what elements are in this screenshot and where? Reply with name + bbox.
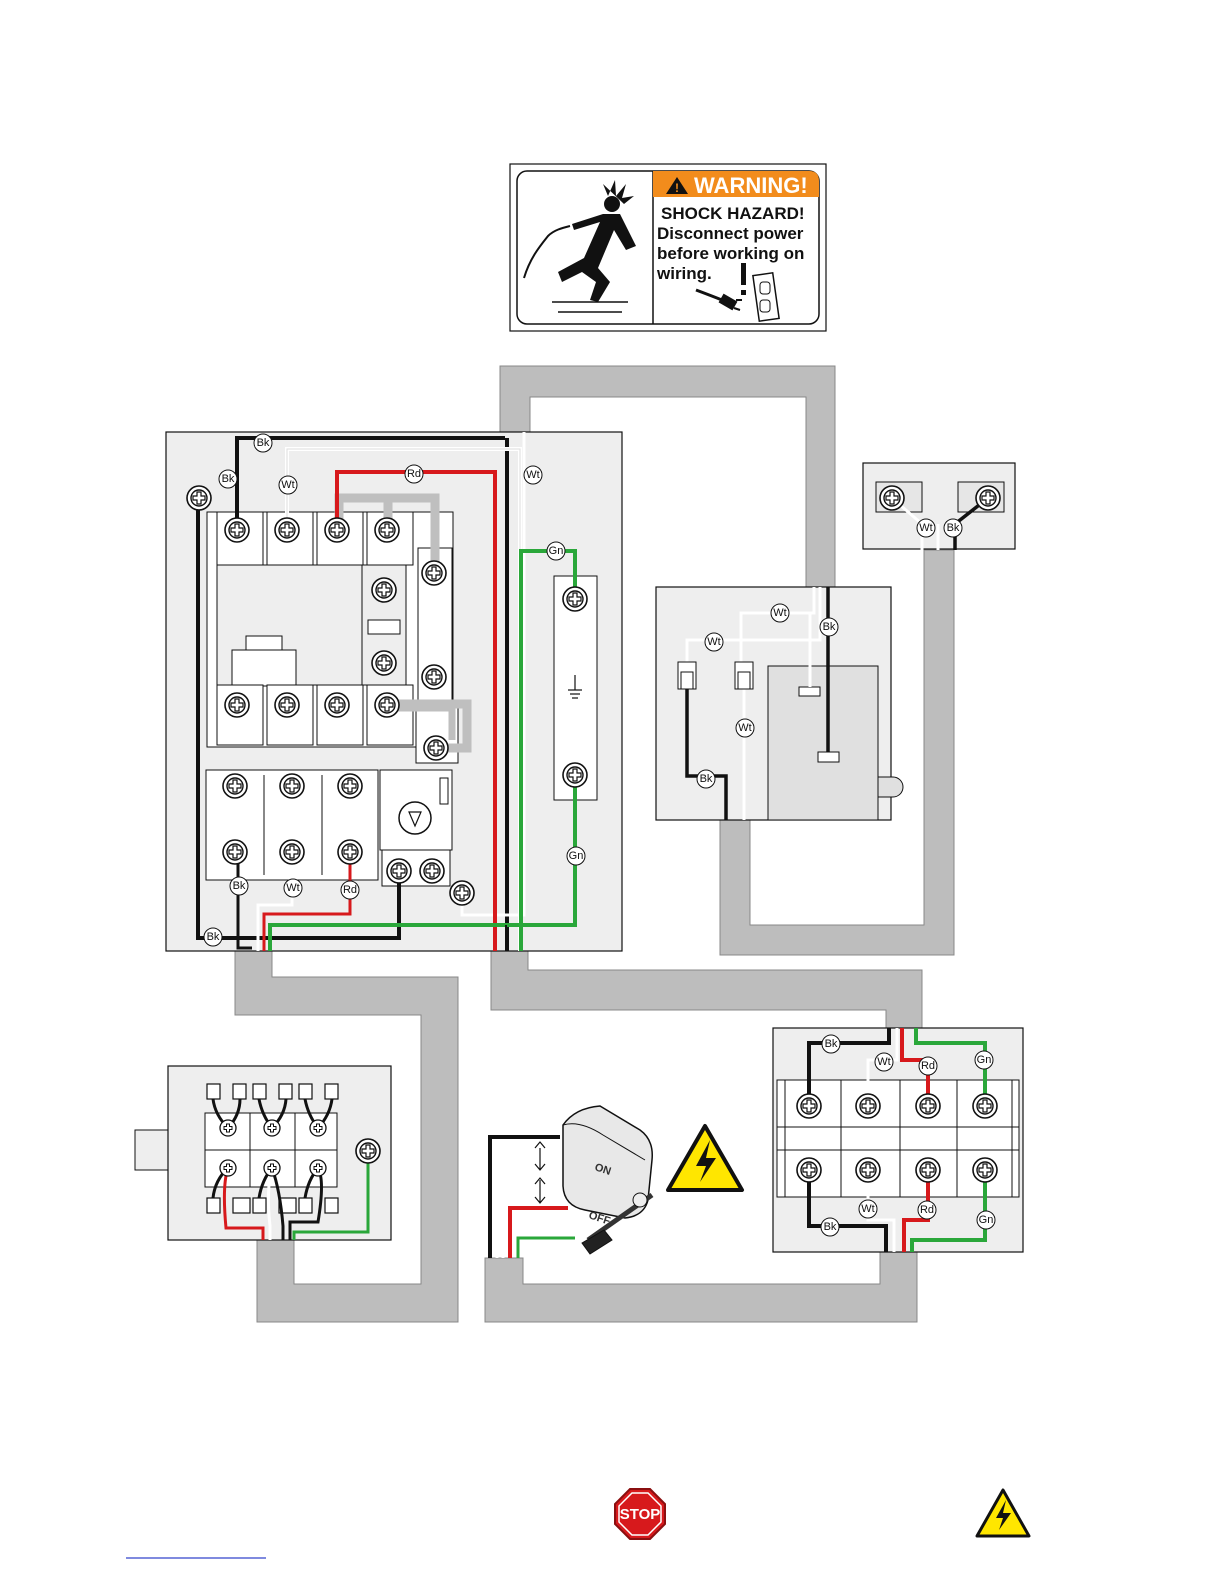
wire-label-bk: Bk [204, 928, 222, 946]
wire-label-bk: Bk [820, 618, 838, 636]
svg-text:Wt: Wt [738, 722, 751, 734]
stop-sign-icon: STOP [615, 1489, 665, 1539]
small-junction-box: Wt Bk [863, 463, 1015, 550]
wire-label-wt: Wt [284, 879, 302, 897]
power-switch: ON OFF [490, 1106, 652, 1258]
svg-text:Wt: Wt [286, 882, 299, 894]
svg-text:Bk: Bk [257, 437, 270, 449]
wire-label-bk: Bk [254, 434, 272, 452]
wire-label-bk: Bk [944, 519, 962, 537]
svg-text:Wt: Wt [773, 607, 786, 619]
svg-text:Rd: Rd [920, 1204, 934, 1216]
svg-text:!: ! [675, 181, 679, 195]
warning-line-3: before working on [657, 244, 804, 263]
wire-label-rd: Rd [919, 1057, 937, 1075]
svg-text:Wt: Wt [526, 469, 539, 481]
warning-line-2: Disconnect power [657, 224, 804, 243]
warning-label: ! WARNING! SHOCK HAZARD! Disconnect powe… [510, 164, 826, 331]
wire-label-wt: Wt [771, 604, 789, 622]
hazard-triangle-icon [668, 1126, 742, 1190]
svg-text:Bk: Bk [222, 473, 235, 485]
svg-text:Wt: Wt [877, 1056, 890, 1068]
wire-label-gn: Gn [977, 1211, 995, 1229]
terminal-block-box: Bk Wt Rd Gn Bk Wt Rd Gn [773, 1028, 1023, 1252]
wire-label-rd: Rd [918, 1201, 936, 1219]
svg-text:Bk: Bk [233, 880, 246, 892]
svg-text:Rd: Rd [921, 1060, 935, 1072]
svg-text:Wt: Wt [861, 1203, 874, 1215]
svg-text:Bk: Bk [825, 1038, 838, 1050]
wire-label-rd: Rd [405, 465, 423, 483]
svg-text:Gn: Gn [549, 545, 564, 557]
wire-label-bk: Bk [219, 470, 237, 488]
motor-junction-box [135, 1066, 391, 1240]
wire-label-wt: Wt [736, 719, 754, 737]
svg-text:Gn: Gn [979, 1214, 994, 1226]
svg-text:Wt: Wt [919, 522, 932, 534]
svg-text:Bk: Bk [824, 1221, 837, 1233]
svg-text:Wt: Wt [707, 636, 720, 648]
warning-line-4: wiring. [656, 264, 712, 283]
wire-label-gn: Gn [547, 542, 565, 560]
wire-label-wt: Wt [705, 633, 723, 651]
warning-line-1: SHOCK HAZARD! [661, 204, 805, 223]
wire-label-wt: Wt [875, 1053, 893, 1071]
wire-label-wt: Wt [917, 519, 935, 537]
wire-label-wt: Wt [279, 476, 297, 494]
svg-text:Gn: Gn [977, 1054, 992, 1066]
svg-text:Bk: Bk [823, 621, 836, 633]
wire-label-rd: Rd [341, 881, 359, 899]
wire-label-wt: Wt [524, 466, 542, 484]
warning-header: WARNING! [694, 173, 808, 198]
wire-label-gn: Gn [975, 1051, 993, 1069]
svg-text:Wt: Wt [281, 479, 294, 491]
wire-label-bk: Bk [821, 1218, 839, 1236]
wire-label-bk: Bk [822, 1035, 840, 1053]
stop-sign-text: STOP [620, 1506, 661, 1523]
wire-label-bk: Bk [697, 770, 715, 788]
main-control-panel: Bk Bk Wt Rd Wt Gn Gn Bk [166, 432, 622, 951]
wire-label-gn: Gn [567, 847, 585, 865]
svg-text:Gn: Gn [569, 850, 584, 862]
svg-text:Rd: Rd [407, 468, 421, 480]
hazard-triangle-icon [977, 1490, 1029, 1536]
svg-text:Rd: Rd [343, 884, 357, 896]
outlet-box: Wt Bk Wt Wt Bk [656, 587, 903, 820]
wire-label-wt: Wt [859, 1200, 877, 1218]
svg-text:Bk: Bk [207, 931, 220, 943]
svg-text:Bk: Bk [700, 773, 713, 785]
wire-label-bk: Bk [230, 877, 248, 895]
svg-text:Bk: Bk [947, 522, 960, 534]
